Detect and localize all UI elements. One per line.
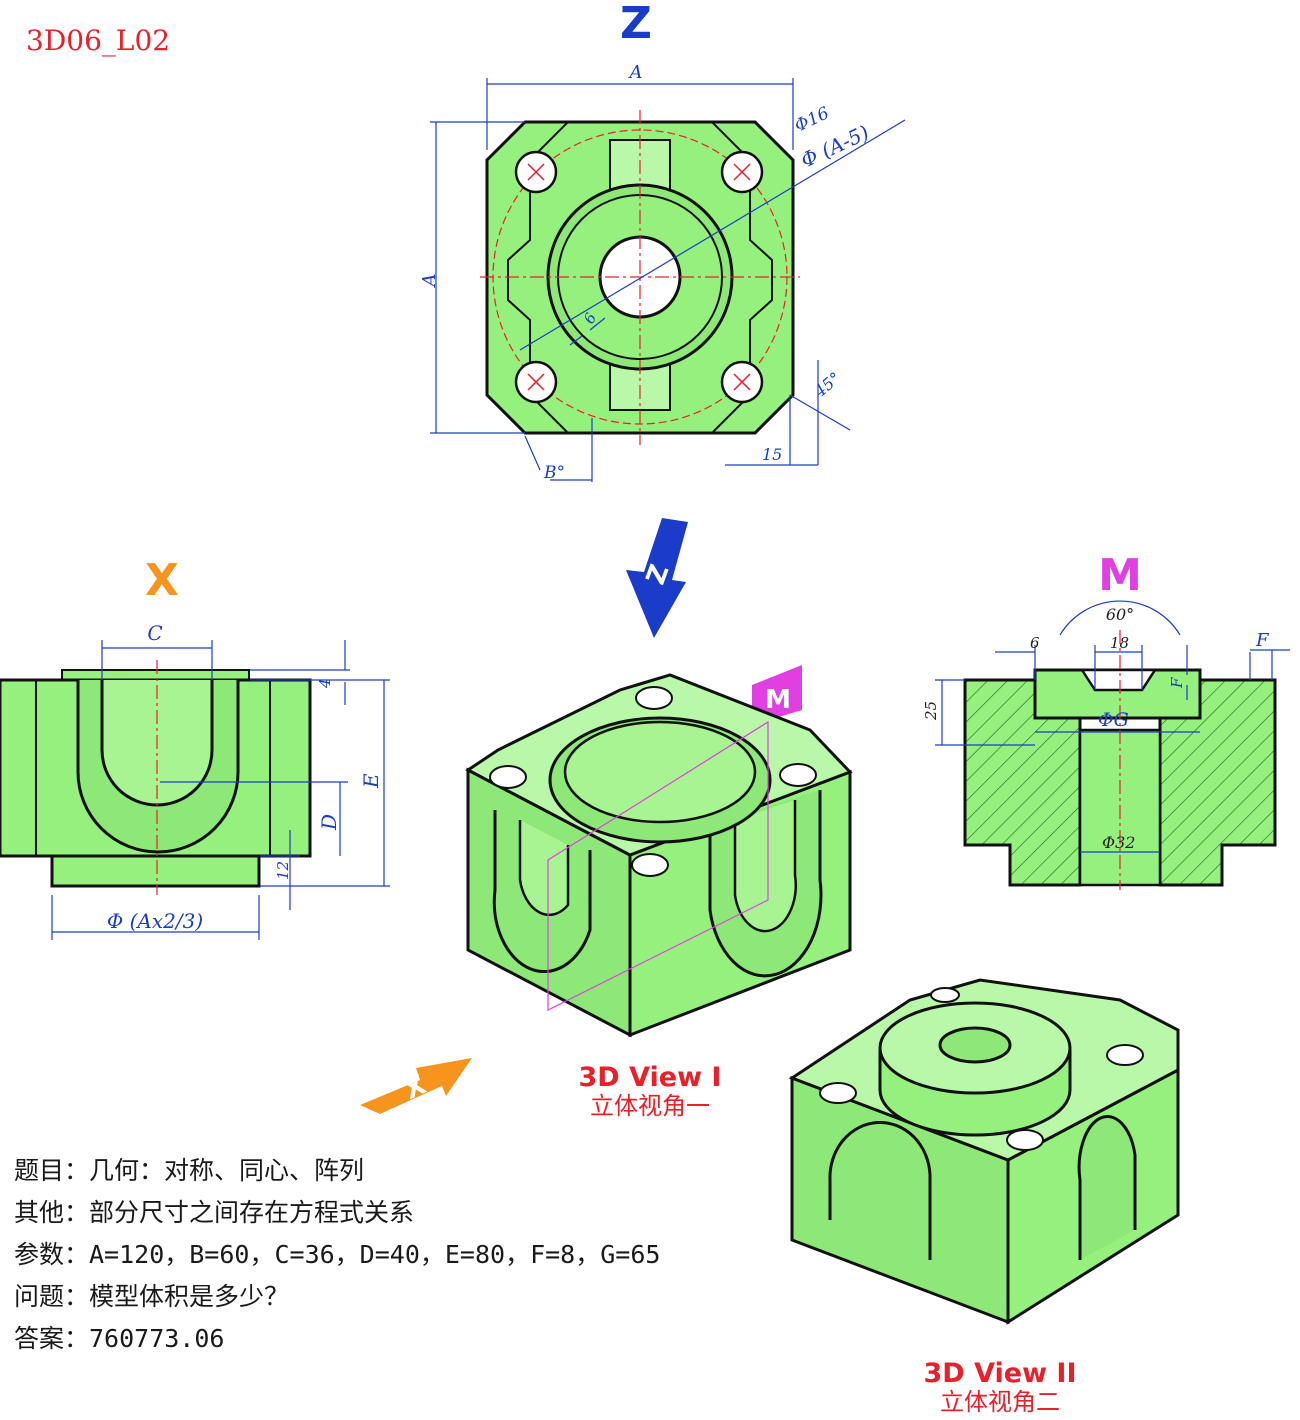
iso2-hole xyxy=(1106,1044,1144,1066)
view1-caption: 3D View I 立体视角一 xyxy=(560,1062,740,1121)
top-recess-outline xyxy=(507,121,773,434)
iso2-left-arch xyxy=(828,1121,932,1260)
section-v-groove xyxy=(1079,668,1158,692)
top-view: Z A A Φ16 Φ (A-5) 6 45° 15 B° xyxy=(419,0,906,483)
iso2-hole xyxy=(930,987,960,1003)
dim-phi32: Φ32 xyxy=(1102,833,1135,852)
3d-view-1: Z M xyxy=(465,518,853,1038)
iso2-boss-hole xyxy=(938,1026,1012,1064)
iso1-holes xyxy=(489,686,817,877)
z-direction-arrow: Z xyxy=(626,518,688,638)
front-view: X C 4 E D 12 Φ (Ax2/3) xyxy=(0,555,390,940)
dim-twelve: 12 xyxy=(274,861,292,880)
iso1-hole xyxy=(631,853,669,877)
front-dimensions xyxy=(51,640,390,940)
dim-phi-g: ΦG xyxy=(1098,709,1129,731)
3d-view-2 xyxy=(788,978,1180,1325)
dim-f-top: F xyxy=(1168,677,1186,689)
dim-phi16: Φ16 xyxy=(792,103,833,136)
dim-d: D xyxy=(317,814,341,831)
dim-b-angle: B° xyxy=(543,463,565,483)
front-base xyxy=(50,854,261,888)
iso1-hole xyxy=(489,765,527,789)
dim-fifteen: 15 xyxy=(762,445,782,464)
iso1-hole xyxy=(779,763,817,787)
z-view-label: Z xyxy=(620,0,652,49)
problem-other: 其他：部分尺寸之间存在方程式关系 xyxy=(14,1198,415,1227)
top-dimensions xyxy=(430,78,906,482)
dim-a-top: A xyxy=(628,62,643,83)
problem-params: 参数：A=120，B=60，C=36，D=40，E=80，F=8，G=65 xyxy=(14,1240,661,1269)
problem-text: 题目：几何：对称、同心、阵列 其他：部分尺寸之间存在方程式关系 参数：A=120… xyxy=(14,1150,660,1360)
iso1-left-inner-arch xyxy=(518,820,570,917)
problem-topic: 题目：几何：对称、同心、阵列 xyxy=(14,1156,365,1185)
x-view-label: X xyxy=(145,555,179,606)
view1-subtitle: 立体视角一 xyxy=(590,1092,710,1121)
iso1-recess-inner xyxy=(563,720,757,824)
top-centerlines xyxy=(480,110,800,445)
m-marker-letter: M xyxy=(765,685,791,715)
section-dimensions xyxy=(935,600,1290,853)
dim-four: 4 xyxy=(316,678,334,689)
section-view: M 60° 6 18 F F 25 ΦG Φ32 xyxy=(922,550,1290,890)
dim-twentyfive: 25 xyxy=(922,701,940,721)
iso1-right-inner-arch xyxy=(733,800,797,933)
front-edges xyxy=(35,680,271,856)
m-view-label: M xyxy=(1098,550,1142,601)
dim-f-side: F xyxy=(1255,630,1270,651)
view2-title: 3D View II xyxy=(923,1358,1077,1389)
dim-six-section: 6 xyxy=(1030,634,1040,652)
view2-caption: 3D View II 立体视角二 xyxy=(900,1358,1100,1417)
dim-a-left: A xyxy=(419,274,440,289)
dim-angle45: 45° xyxy=(810,368,845,401)
iso2-hole xyxy=(1006,1129,1044,1151)
dim-e: E xyxy=(359,773,383,789)
dim-angle60: 60° xyxy=(1106,605,1134,624)
drawing-code: 3D06_L02 xyxy=(26,24,171,57)
section-plane xyxy=(547,720,769,1011)
dim-c: C xyxy=(147,621,162,645)
iso2-right-arch xyxy=(1077,1114,1137,1260)
view1-title: 3D View I xyxy=(578,1062,722,1093)
x-direction-arrow: X xyxy=(360,1058,472,1114)
iso1-hole xyxy=(635,686,673,710)
m-section-marker: M xyxy=(752,665,802,725)
problem-question: 问题：模型体积是多少？ xyxy=(14,1282,290,1311)
iso2-holes xyxy=(819,987,1144,1151)
dim-phi-ax: Φ (Ax2/3) xyxy=(107,909,203,933)
problem-answer: 答案：760773.06 xyxy=(14,1324,225,1353)
view2-subtitle: 立体视角二 xyxy=(940,1388,1060,1417)
dim-eighteen: 18 xyxy=(1110,634,1129,652)
bolt-holes xyxy=(514,150,764,404)
section-recess xyxy=(1033,668,1202,720)
iso2-hole xyxy=(819,1082,857,1104)
